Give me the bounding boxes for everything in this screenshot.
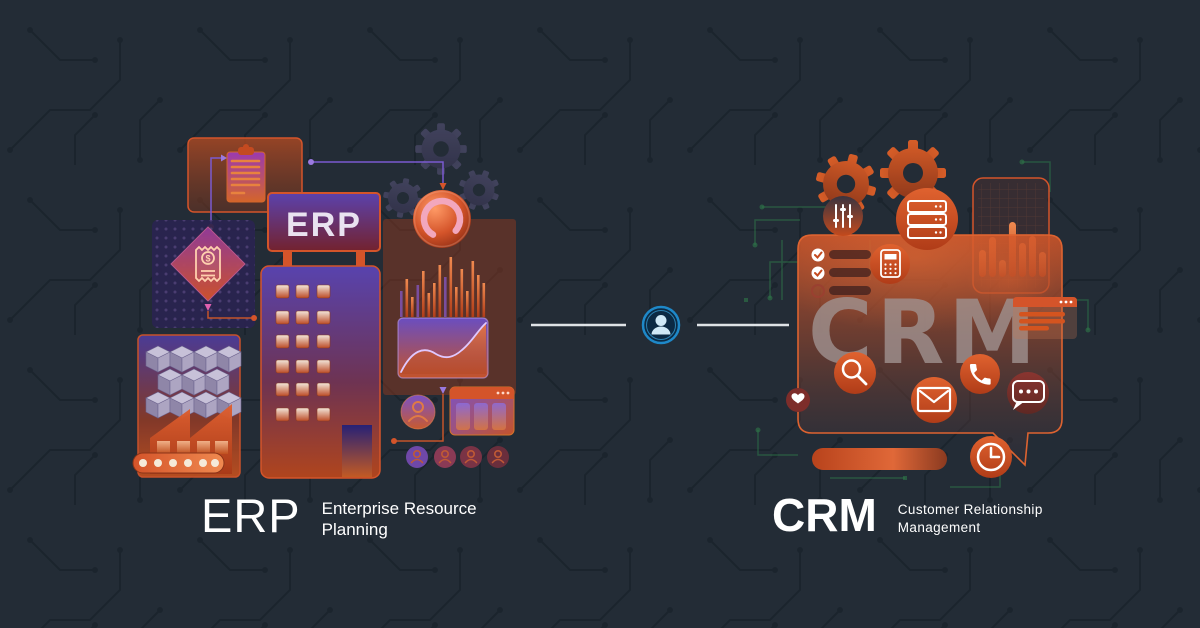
team-avatars-icon [406, 446, 509, 468]
browser-window-icon [1013, 297, 1077, 339]
equalizer-icon [823, 196, 863, 236]
conveyor-icon [132, 441, 228, 474]
user-avatar-icon [400, 394, 436, 430]
warehouse-factory-panel [132, 334, 242, 478]
envelope-icon [911, 377, 957, 423]
office-building-icon [260, 265, 381, 479]
user-circle-icon [641, 305, 681, 345]
building-windows [275, 284, 331, 422]
checklist-icon [811, 248, 871, 298]
crm-title: CRM [772, 489, 877, 541]
center-connector [531, 305, 789, 345]
heart-icon [786, 388, 810, 412]
erp-caption: ERP Enterprise Resource Planning [201, 492, 477, 541]
chat-icon [1007, 372, 1049, 414]
erp-sign: ERP [267, 192, 381, 268]
search-icon [834, 352, 876, 394]
phone-icon [960, 354, 1000, 394]
equalizer-bars-icon [400, 257, 486, 317]
clock-icon [970, 436, 1012, 478]
dollar-symbol: $ [205, 254, 210, 264]
donut-chart-icon [413, 190, 471, 248]
calculator-icon [870, 244, 910, 284]
crm-subtitle-line1: Customer Relationship [897, 502, 1043, 517]
erp-sign-text: ERP [286, 206, 362, 244]
database-server-icon [896, 188, 958, 250]
erp-subtitle-line2: Planning [321, 520, 388, 540]
crm-illustration: CRM [744, 140, 1091, 488]
green-circuit-traces [754, 161, 1089, 488]
erp-illustration: $ [132, 123, 516, 479]
progress-pill-icon [812, 448, 947, 470]
building-door [342, 425, 372, 477]
warehouse-cubes-icon [145, 345, 242, 419]
browser-window-icon [391, 386, 515, 444]
invoice-diamond-icon: $ [152, 220, 257, 328]
erp-title: ERP [201, 489, 301, 542]
line-chart-icon [397, 317, 489, 379]
green-circuit-dots [744, 159, 1091, 480]
flow-connector-top [308, 159, 447, 190]
erp-subtitle-line1: Enterprise Resource [321, 499, 477, 518]
crm-caption: CRM Customer Relationship Management [772, 492, 1043, 538]
crm-subtitle-line2: Management [897, 519, 981, 535]
